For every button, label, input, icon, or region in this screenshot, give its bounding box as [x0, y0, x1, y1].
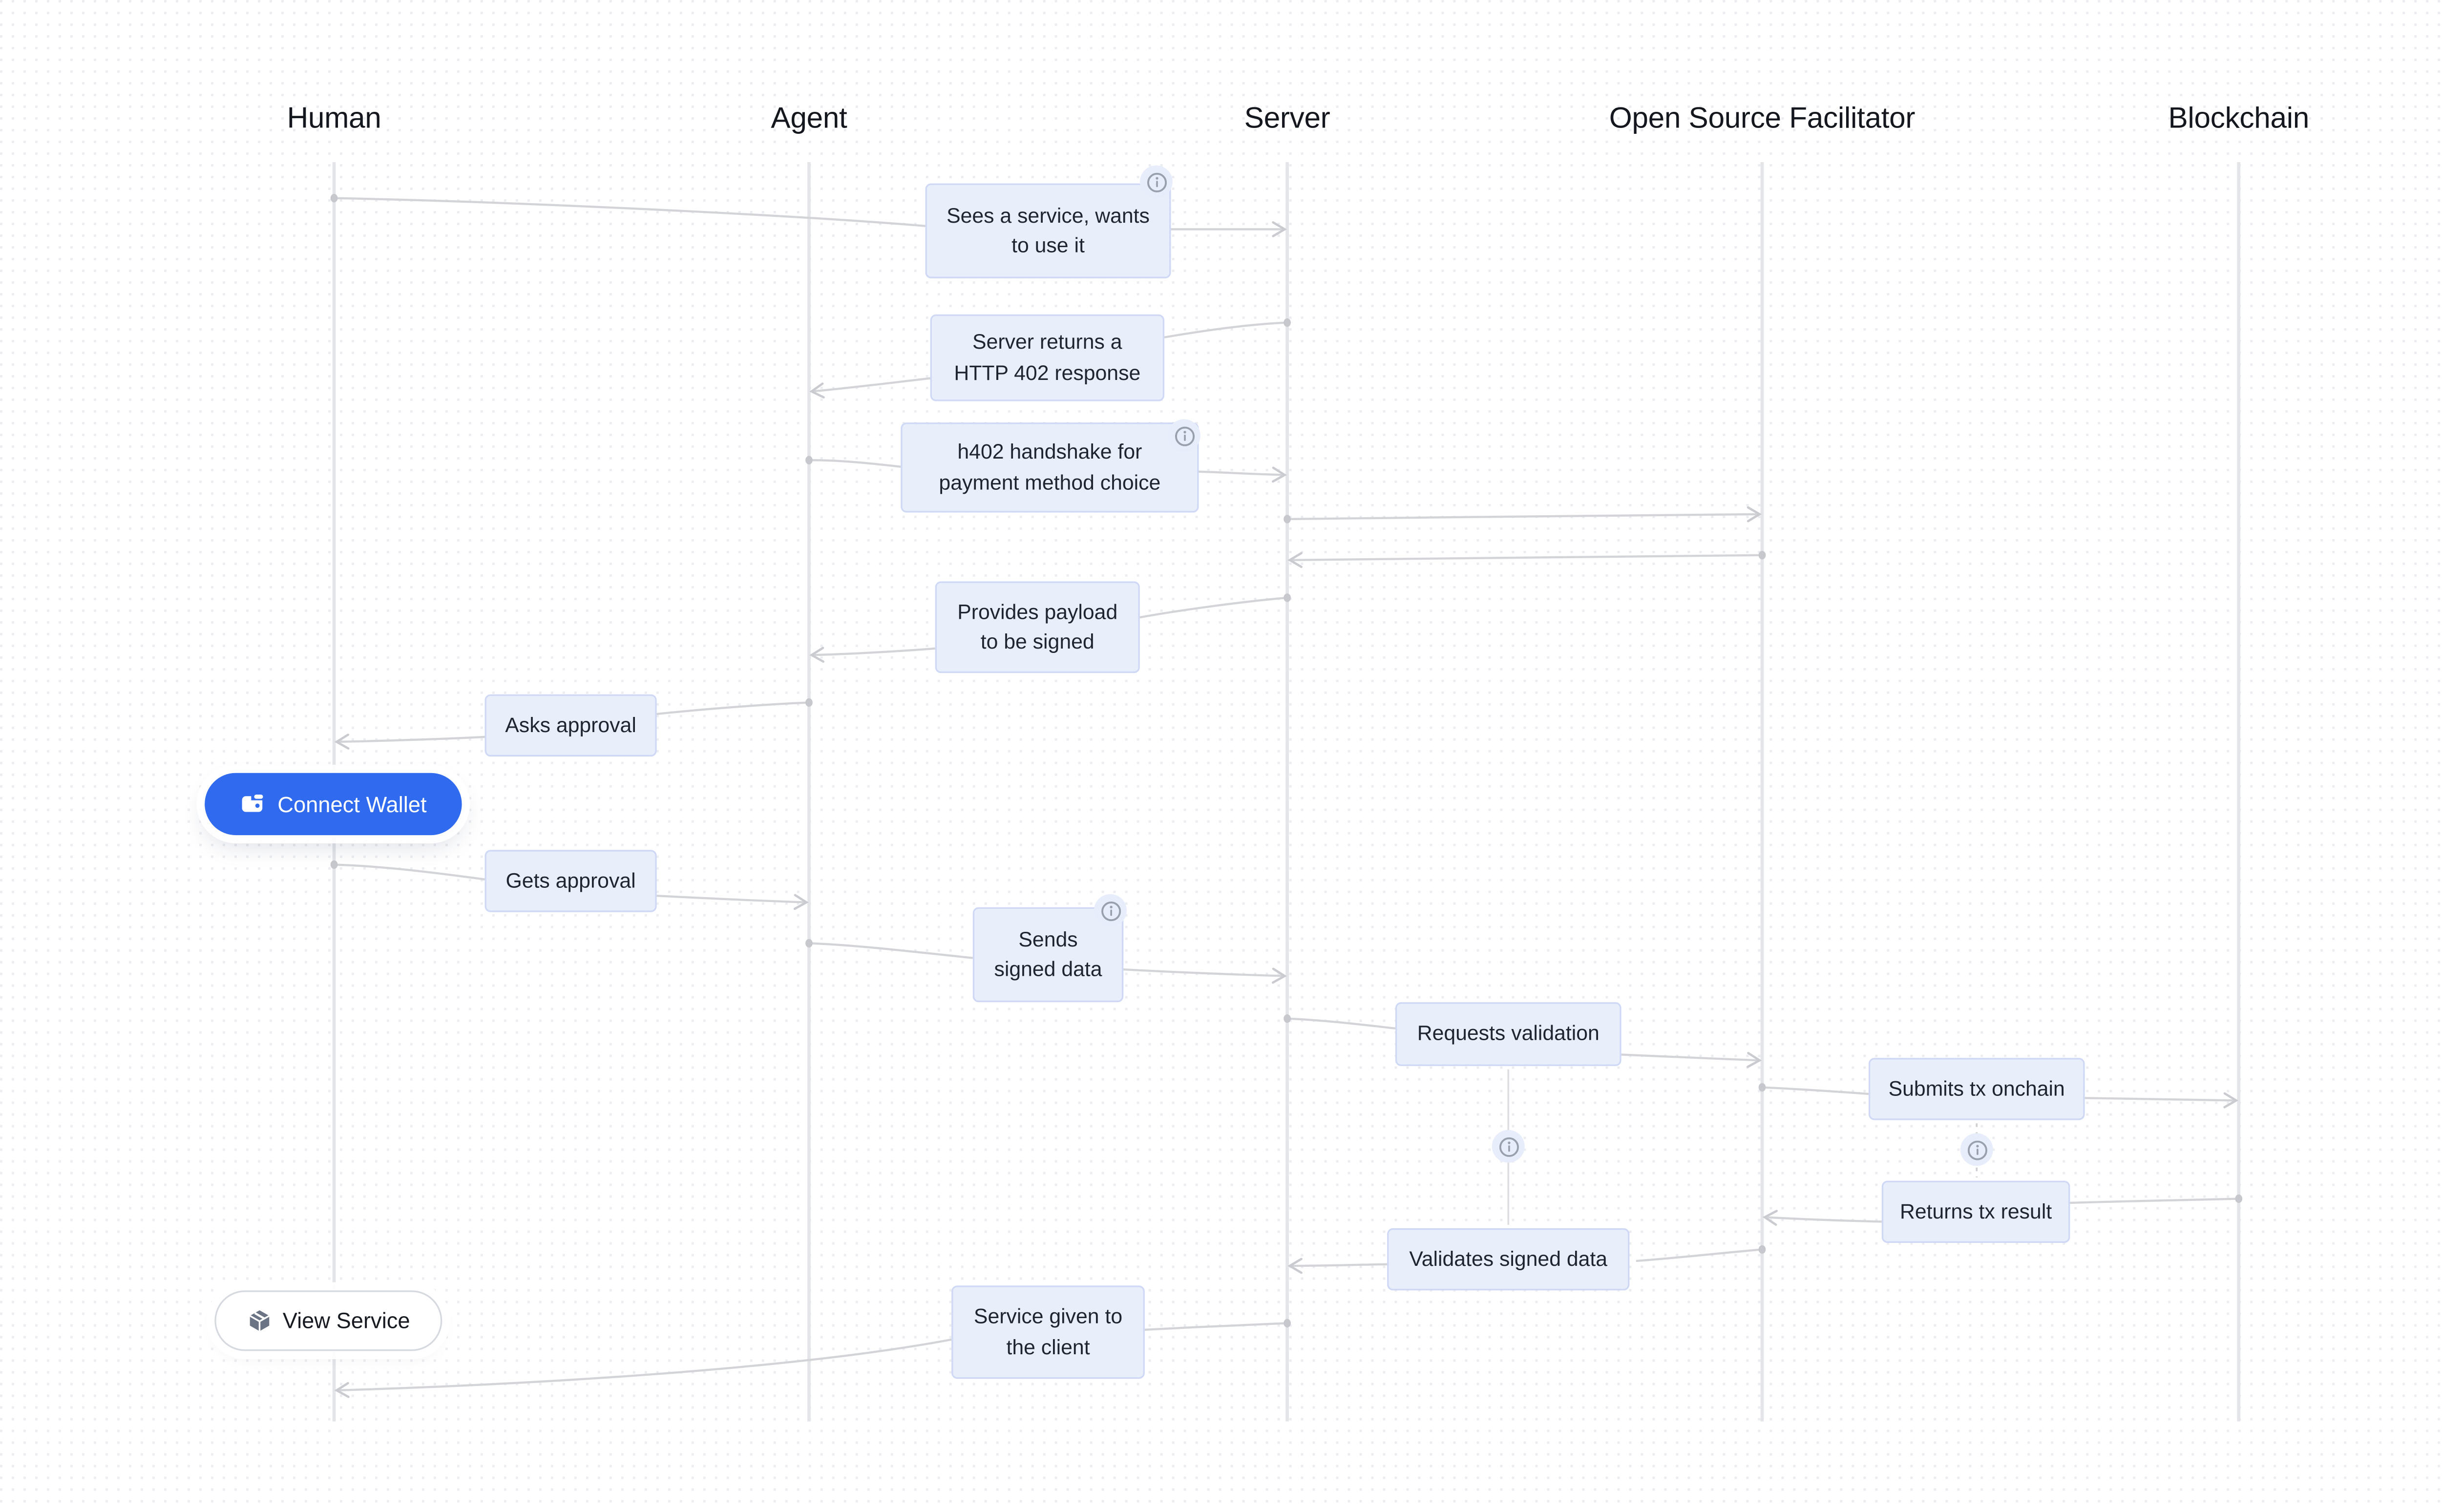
message-returns-tx-result: Returns tx result	[1881, 1180, 2070, 1243]
message-server-402: Server returns a HTTP 402 response	[930, 314, 1165, 401]
lane-header-blockchain: Blockchain	[2168, 101, 2310, 134]
info-icon	[1146, 172, 1166, 192]
info-icon-tx-flow[interactable]	[1960, 1133, 1993, 1166]
package-cube-icon	[249, 1310, 269, 1331]
info-icon	[1498, 1136, 1518, 1156]
lane-header-facilitator: Open Source Facilitator	[1609, 101, 1916, 134]
message-h402-handshake: h402 handshake for payment method choice	[901, 422, 1199, 513]
connect-wallet-label: Connect Wallet	[277, 792, 427, 817]
lifeline-server	[1286, 162, 1288, 1422]
info-icon-sees-service[interactable]	[1139, 165, 1173, 198]
message-gets-approval: Gets approval	[484, 850, 657, 912]
view-service-button[interactable]: View Service	[214, 1290, 442, 1351]
message-requests-validation: Requests validation	[1395, 1002, 1621, 1066]
info-icon	[1967, 1139, 1987, 1159]
message-asks-approval: Asks approval	[484, 694, 657, 757]
info-icon-sends-signed-data[interactable]	[1094, 894, 1127, 927]
lifeline-facilitator	[1761, 162, 1764, 1422]
lane-header-agent: Agent	[771, 101, 847, 134]
message-validates-signed-data: Validates signed data	[1387, 1228, 1630, 1291]
lifeline-blockchain	[2237, 162, 2240, 1422]
info-icon-validation-flow[interactable]	[1492, 1130, 1525, 1163]
message-provides-payload: Provides payload to be signed	[935, 581, 1140, 673]
info-icon-h402-handshake[interactable]	[1167, 419, 1200, 452]
view-service-label: View Service	[282, 1308, 410, 1333]
message-sends-signed-data: Sends signed data	[972, 907, 1124, 1003]
message-service-given: Service given to the client	[951, 1285, 1145, 1379]
lane-header-server: Server	[1244, 101, 1330, 134]
lifeline-agent	[808, 162, 810, 1422]
connect-wallet-button[interactable]: Connect Wallet	[205, 773, 462, 836]
message-sees-service: Sees a service, wants to use it	[925, 183, 1171, 279]
lane-header-human: Human	[287, 101, 381, 134]
info-icon	[1100, 901, 1120, 921]
wallet-icon	[243, 794, 264, 812]
message-submits-tx-onchain: Submits tx onchain	[1868, 1058, 2085, 1120]
info-icon	[1174, 425, 1194, 445]
